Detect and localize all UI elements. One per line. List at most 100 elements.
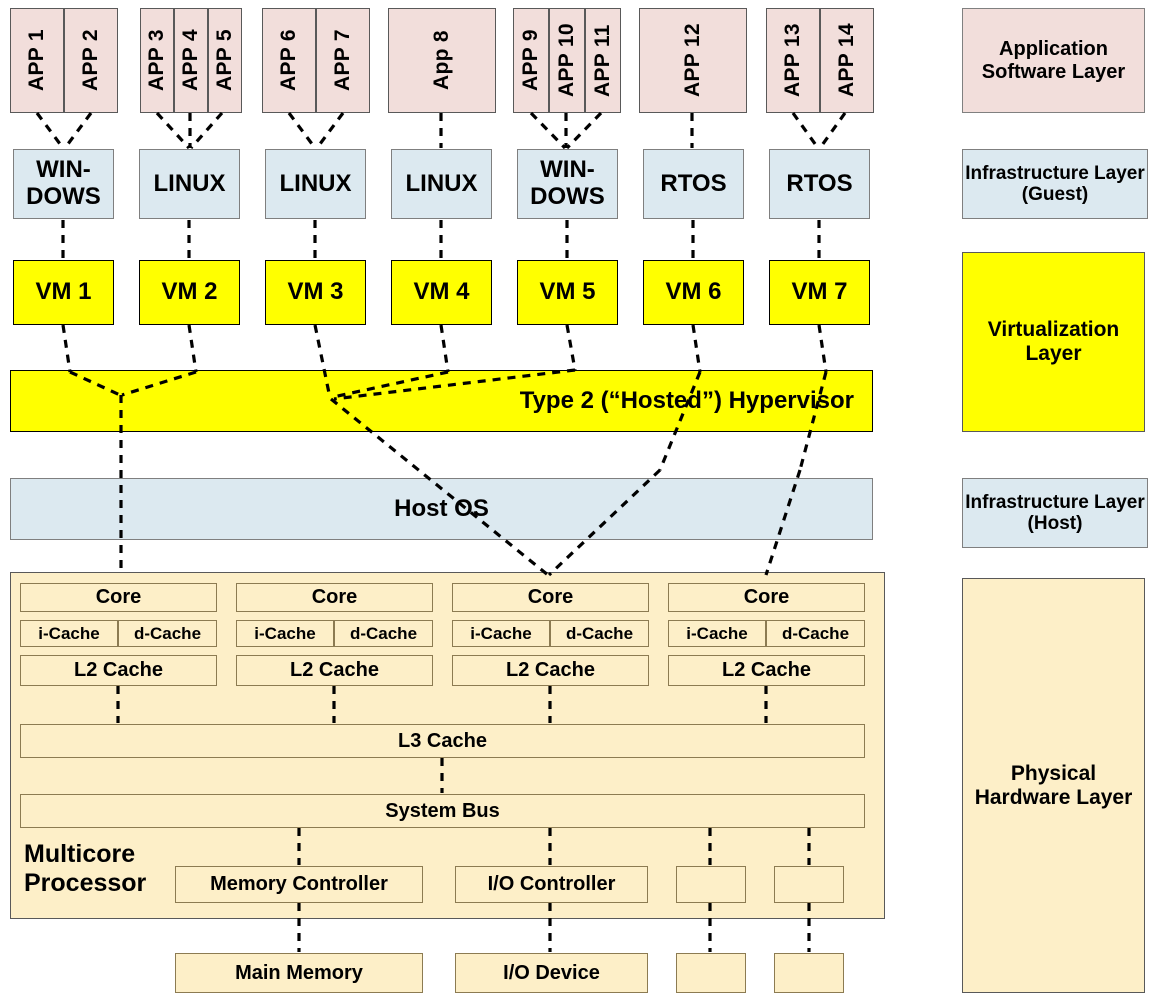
l2-cache-box[interactable]: L2 Cache <box>452 655 649 686</box>
legend-label: Infrastructure Layer (Host) <box>965 491 1145 534</box>
vm-label: VM 2 <box>161 278 218 306</box>
app-box[interactable]: APP 14 <box>820 8 874 113</box>
legend-physical-hardware-layer: Physical Hardware Layer <box>962 578 1145 993</box>
legend-label: Physical Hardware Layer <box>974 761 1133 809</box>
vm-box[interactable]: VM 5 <box>517 260 618 325</box>
io-controller-label: I/O Controller <box>487 873 616 896</box>
vm-label: VM 7 <box>791 278 848 306</box>
app-box[interactable]: APP 12 <box>639 8 747 113</box>
guest-os-box[interactable]: RTOS <box>643 149 744 219</box>
hypervisor-label: Type 2 (“Hosted”) Hypervisor <box>519 386 854 414</box>
core-label: Core <box>743 586 790 609</box>
guest-os-box[interactable]: RTOS <box>769 149 870 219</box>
app-label: APP 9 <box>519 29 543 92</box>
guest-os-box[interactable]: LINUX <box>139 149 240 219</box>
i-cache-box[interactable]: i-Cache <box>20 620 118 647</box>
io-device-label: I/O Device <box>503 961 600 984</box>
core-box[interactable]: Core <box>20 583 217 612</box>
system-bus-box[interactable]: System Bus <box>20 794 865 828</box>
guest-os-box[interactable]: WIN-DOWS <box>517 149 618 219</box>
io-controller-box[interactable]: I/O Controller <box>455 866 648 903</box>
legend-infrastructure-layer-guest: Infrastructure Layer (Guest) <box>962 149 1148 219</box>
guest-os-label: LINUX <box>153 169 226 197</box>
d-cache-box[interactable]: d-Cache <box>334 620 433 647</box>
unlabeled-controller-box[interactable] <box>676 866 746 903</box>
i-cache-label: i-Cache <box>470 623 532 643</box>
legend-label: Infrastructure Layer (Guest) <box>965 162 1145 205</box>
d-cache-box[interactable]: d-Cache <box>550 620 649 647</box>
vm-box[interactable]: VM 6 <box>643 260 744 325</box>
main-memory-box[interactable]: Main Memory <box>175 953 423 993</box>
vm-label: VM 3 <box>287 278 344 306</box>
vm-box[interactable]: VM 4 <box>391 260 492 325</box>
unlabeled-device-box[interactable] <box>774 953 844 993</box>
l3-cache-box[interactable]: L3 Cache <box>20 724 865 758</box>
app-label: APP 1 <box>25 29 49 92</box>
app-label: APP 4 <box>179 29 203 92</box>
core-label: Core <box>311 586 358 609</box>
app-box[interactable]: APP 7 <box>316 8 370 113</box>
guest-os-label: LINUX <box>279 169 352 197</box>
app-box[interactable]: APP 4 <box>174 8 208 113</box>
app-box[interactable]: APP 1 <box>10 8 64 113</box>
guest-os-box[interactable]: LINUX <box>265 149 366 219</box>
guest-os-box[interactable]: LINUX <box>391 149 492 219</box>
d-cache-label: d-Cache <box>565 623 634 643</box>
app-box[interactable]: App 8 <box>388 8 496 113</box>
system-bus-label: System Bus <box>385 799 500 822</box>
guest-os-label: RTOS <box>660 169 727 197</box>
app-box[interactable]: APP 10 <box>549 8 585 113</box>
l2-cache-box[interactable]: L2 Cache <box>668 655 865 686</box>
core-label: Core <box>95 586 142 609</box>
legend-application-software-layer: Application Software Layer <box>962 8 1145 113</box>
main-memory-label: Main Memory <box>235 961 363 984</box>
i-cache-box[interactable]: i-Cache <box>452 620 550 647</box>
legend-infrastructure-layer-host: Infrastructure Layer (Host) <box>962 478 1148 548</box>
app-box[interactable]: APP 5 <box>208 8 242 113</box>
app-label: APP 14 <box>835 23 859 98</box>
app-label: APP 7 <box>331 29 355 92</box>
vm-label: VM 1 <box>35 278 92 306</box>
processor-label-line2: Processor <box>24 868 147 897</box>
vm-box[interactable]: VM 3 <box>265 260 366 325</box>
l2-cache-label: L2 Cache <box>290 659 379 682</box>
app-box[interactable]: APP 13 <box>766 8 820 113</box>
vm-box[interactable]: VM 1 <box>13 260 114 325</box>
legend-label: Virtualization Layer <box>987 318 1120 365</box>
app-label: APP 5 <box>213 29 237 92</box>
app-label: App 8 <box>430 30 454 91</box>
core-box[interactable]: Core <box>452 583 649 612</box>
l2-cache-label: L2 Cache <box>722 659 811 682</box>
d-cache-box[interactable]: d-Cache <box>766 620 865 647</box>
legend-virtualization-layer: Virtualization Layer <box>962 252 1145 432</box>
app-box[interactable]: APP 2 <box>64 8 118 113</box>
l3-cache-label: L3 Cache <box>398 729 487 752</box>
l2-cache-box[interactable]: L2 Cache <box>236 655 433 686</box>
app-label: APP 13 <box>781 23 805 98</box>
vm-box[interactable]: VM 2 <box>139 260 240 325</box>
vm-box[interactable]: VM 7 <box>769 260 870 325</box>
core-box[interactable]: Core <box>668 583 865 612</box>
i-cache-box[interactable]: i-Cache <box>236 620 334 647</box>
unlabeled-device-box[interactable] <box>676 953 746 993</box>
guest-os-label: LINUX <box>405 169 478 197</box>
app-label: APP 10 <box>555 23 579 98</box>
io-device-box[interactable]: I/O Device <box>455 953 648 993</box>
app-label: APP 6 <box>277 29 301 92</box>
app-box[interactable]: APP 6 <box>262 8 316 113</box>
app-box[interactable]: APP 9 <box>513 8 549 113</box>
d-cache-box[interactable]: d-Cache <box>118 620 217 647</box>
host-os-band[interactable]: Host OS <box>10 478 873 540</box>
hypervisor-band[interactable]: Type 2 (“Hosted”) Hypervisor <box>10 370 873 432</box>
i-cache-label: i-Cache <box>38 623 100 643</box>
i-cache-box[interactable]: i-Cache <box>668 620 766 647</box>
core-box[interactable]: Core <box>236 583 433 612</box>
unlabeled-controller-box[interactable] <box>774 866 844 903</box>
l2-cache-box[interactable]: L2 Cache <box>20 655 217 686</box>
multicore-processor-label: Multicore Processor <box>24 840 174 898</box>
memory-controller-box[interactable]: Memory Controller <box>175 866 423 903</box>
guest-os-box[interactable]: WIN-DOWS <box>13 149 114 219</box>
app-box[interactable]: APP 3 <box>140 8 174 113</box>
app-box[interactable]: APP 11 <box>585 8 621 113</box>
